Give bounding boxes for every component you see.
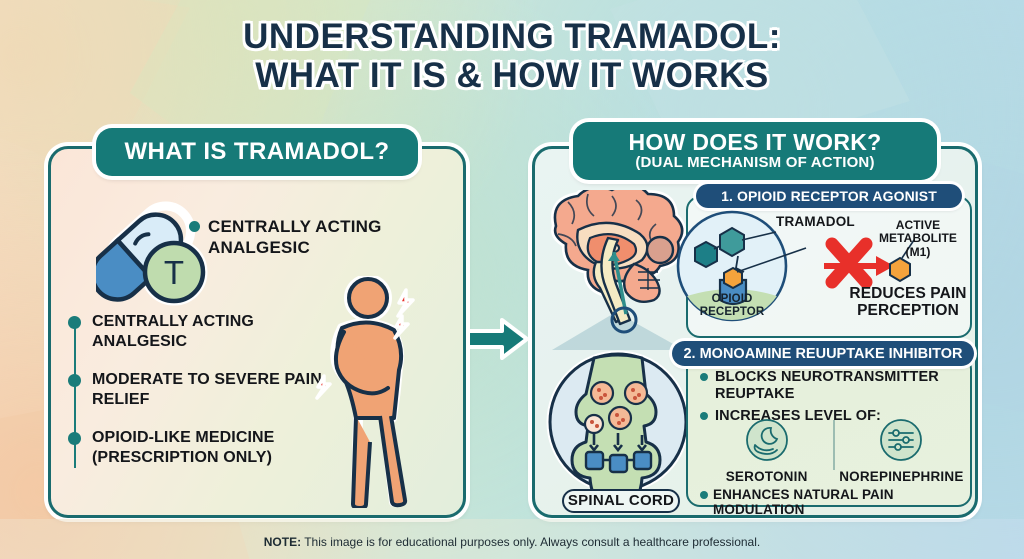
- left-panel-bullet-list: CENTRALLY ACTING ANALGESIC MODERATE TO S…: [68, 312, 338, 486]
- list-item-label: OPIOID-LIKE MEDICINE (PRESCRIPTION ONLY): [92, 429, 275, 466]
- mechanism-2-bullet-list: BLOCKS NEUROTRANSMITTER REUPTAKE INCREAS…: [700, 369, 966, 431]
- divider: [833, 420, 835, 470]
- left-panel-header-label: WHAT IS TRAMADOL?: [124, 138, 390, 165]
- bullet-dot-icon: [700, 491, 708, 499]
- pain-bolt-icon: [315, 288, 415, 400]
- mechanism-2-panel: [686, 355, 972, 507]
- list-item-label: ENHANCES NATURAL PAIN MODULATION: [713, 487, 894, 517]
- mechanism-1-header: 1. OPIOID RECEPTOR AGONIST: [696, 184, 962, 208]
- opioid-receptor-label: OPIOID RECEPTOR: [699, 293, 765, 318]
- bullet-dot-icon: [68, 316, 81, 329]
- footer-background: [0, 519, 1024, 559]
- neurotransmitter-row: SEROTONIN NOREPINEPHRINE: [700, 418, 968, 490]
- how-does-it-work-header: HOW DOES IT WORK? (DUAL MECHANISM OF ACT…: [573, 122, 937, 180]
- bullet-dot-icon: [700, 412, 708, 421]
- mechanism-2-header: 2. MONOAMINE REUUPTAKE INHIBITOR: [672, 341, 974, 366]
- tramadol-molecule-icon: [694, 226, 745, 275]
- opioid-receptor-diagram: [676, 210, 915, 322]
- svg-text:T: T: [164, 254, 184, 291]
- right-panel-header-line-2: (DUAL MECHANISM OF ACTION): [635, 154, 875, 172]
- spinal-cord-label: SPINAL CORD: [562, 489, 680, 513]
- active-metabolite-label: ACTIVE METABOLITE (M1): [878, 218, 958, 259]
- right-arrow-icon: [466, 318, 529, 360]
- reduces-pain-perception-label: REDUCES PAIN PERCEPTION: [849, 285, 967, 320]
- list-item: INCREASES LEVEL OF:: [700, 408, 966, 425]
- mechanism-1-header-label: 1. OPIOID RECEPTOR AGONIST: [721, 188, 937, 204]
- moon-hand-icon: [745, 419, 788, 461]
- title-line-2: WHAT IT IS & HOW IT WORKS: [255, 55, 769, 95]
- sliders-icon: [880, 419, 923, 461]
- mechanism-2-last-bullet: ENHANCES NATURAL PAIN MODULATION: [700, 487, 970, 517]
- neurotransmitter-norepinephrine: NOREPINEPHRINE: [835, 418, 968, 484]
- capsule-tablet-icon: T: [96, 201, 208, 306]
- list-item-label: INCREASES LEVEL OF:: [715, 408, 881, 425]
- footer-note-label: NOTE:: [263, 535, 302, 549]
- list-item-label: MODERATE TO SEVERE PAIN RELIEF: [92, 371, 322, 408]
- active-metabolite-icon: [889, 239, 915, 283]
- list-item-label: BLOCKS NEUROTRANSMITTER REUPTAKE: [715, 369, 939, 402]
- list-item: MODERATE TO SEVERE PAIN RELIEF: [68, 370, 338, 409]
- bullet-dot-icon: [68, 432, 81, 446]
- mechanism-2-header-label: 2. MONOAMINE REUUPTAKE INHIBITOR: [683, 345, 963, 362]
- footer-note-text: This image is for educational purposes o…: [301, 535, 761, 549]
- what-is-tramadol-header: WHAT IS TRAMADOL?: [96, 128, 418, 176]
- list-item: BLOCKS NEUROTRANSMITTER REUPTAKE: [700, 369, 966, 402]
- neurotransmitter-label: NOREPINEPHRINE: [839, 469, 964, 484]
- neurotransmitter-serotonin: SEROTONIN: [700, 418, 833, 484]
- list-item-label: CENTRALLY ACTING ANALGESIC: [92, 313, 254, 350]
- receptor-icon: [584, 450, 653, 474]
- bullet-dot-icon: [68, 374, 81, 388]
- bullet-dot-icon: [189, 221, 200, 232]
- list-item: CENTRALLY ACTING ANALGESIC: [68, 312, 338, 351]
- bullet-connector-line: [73, 322, 76, 469]
- person-in-pain-icon: [315, 276, 415, 508]
- left-panel-highlight: CENTRALLY ACTING ANALGESIC: [189, 216, 438, 259]
- brain-icon: [546, 190, 698, 510]
- list-item: OPIOID-LIKE MEDICINE (PRESCRIPTION ONLY): [68, 428, 338, 467]
- footer-note: NOTE: This image is for educational purp…: [0, 535, 1024, 549]
- neurotransmitter-label: SEROTONIN: [725, 469, 808, 484]
- tramadol-label: TRAMADOL: [776, 214, 855, 229]
- title-line-1: UNDERSTANDING TRAMADOL:: [243, 17, 781, 56]
- red-x-icon: [825, 237, 873, 289]
- right-panel-header-line-1: HOW DOES IT WORK?: [628, 129, 882, 156]
- bullet-dot-icon: [700, 373, 708, 381]
- page-title: UNDERSTANDING TRAMADOL: WHAT IT IS & HOW…: [0, 17, 1024, 95]
- left-panel-highlight-label: CENTRALLY ACTING ANALGESIC: [208, 217, 382, 258]
